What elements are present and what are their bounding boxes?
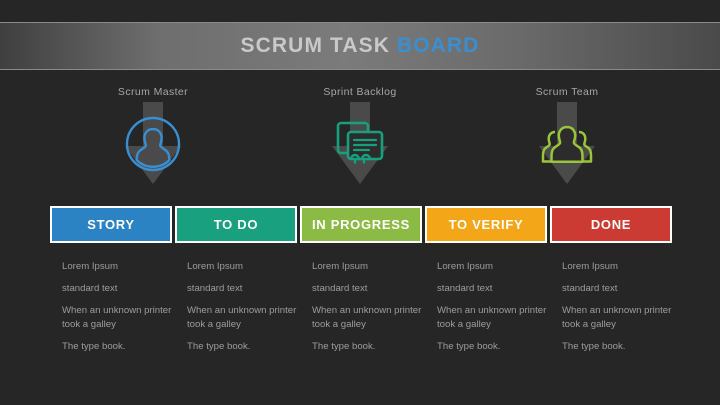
column-body-in-progress: Lorem Ipsum standard text When an unknow… — [312, 260, 430, 353]
column-header-in-progress[interactable]: IN PROGRESS — [300, 206, 422, 243]
stacked-documents-icon — [336, 121, 384, 164]
column-text-line: When an unknown printer took a galley — [187, 305, 297, 330]
role-group-scrum-master[interactable]: Scrum Master — [78, 86, 228, 191]
column-text-line: Lorem Ipsum — [62, 261, 118, 272]
role-label: Scrum Team — [535, 86, 599, 98]
role-group-scrum-team[interactable]: Scrum Team — [492, 86, 642, 191]
column-text-line: standard text — [62, 283, 118, 295]
column-text-line: standard text — [312, 283, 368, 295]
column-text-line: The type book. — [562, 340, 626, 352]
column-header-label: TO VERIFY — [448, 217, 524, 232]
role-artwork — [78, 102, 228, 190]
column-text-line: standard text — [187, 283, 243, 295]
column-header-label: IN PROGRESS — [312, 217, 410, 232]
column-header-label: TO DO — [213, 217, 259, 232]
column-text-line: When an unknown printer took a galley — [312, 305, 422, 330]
column-text-line: When an unknown printer took a galley — [62, 305, 172, 330]
column-body-to-do: Lorem Ipsum standard text When an unknow… — [187, 260, 305, 353]
column-header-to-do[interactable]: TO DO — [175, 206, 297, 243]
column-text-line: standard text — [437, 283, 493, 295]
people-group-icon — [541, 125, 593, 163]
column-text-line: standard text — [562, 283, 618, 295]
column-text-line: When an unknown printer took a galley — [437, 305, 547, 330]
single-person-in-circle-icon — [125, 116, 181, 172]
column-body-story: Lorem Ipsum standard text When an unknow… — [62, 260, 180, 353]
column-text-line: The type book. — [437, 340, 501, 352]
role-group-sprint-backlog[interactable]: Sprint Backlog — [285, 86, 435, 191]
slide-title-bar: SCRUM TASK BOARD — [0, 22, 720, 70]
role-label: Scrum Master — [117, 86, 189, 98]
column-header-label: STORY — [87, 217, 135, 232]
column-body-done: Lorem Ipsum standard text When an unknow… — [562, 260, 680, 353]
role-artwork — [492, 102, 642, 190]
page-title-main: SCRUM TASK — [240, 34, 390, 57]
column-header-label: DONE — [590, 217, 632, 232]
page-title-accent: BOARD — [396, 34, 480, 57]
column-text-line: Lorem Ipsum — [562, 261, 618, 272]
column-body-to-verify: Lorem Ipsum standard text When an unknow… — [437, 260, 555, 353]
role-artwork — [285, 102, 435, 190]
page-title: SCRUM TASK BOARD — [241, 34, 480, 58]
column-text-line: Lorem Ipsum — [312, 261, 368, 272]
column-text-line: Lorem Ipsum — [437, 261, 493, 272]
column-text-line: The type book. — [187, 340, 251, 352]
column-text-line: When an unknown printer took a galley — [562, 305, 672, 330]
column-header-done[interactable]: DONE — [550, 206, 672, 243]
role-label: Sprint Backlog — [323, 86, 397, 98]
column-header-story[interactable]: STORY — [50, 206, 172, 243]
column-text-line: Lorem Ipsum — [187, 261, 243, 272]
column-text-line: The type book. — [312, 340, 376, 352]
column-text-line: The type book. — [62, 340, 126, 352]
column-header-to-verify[interactable]: TO VERIFY — [425, 206, 547, 243]
